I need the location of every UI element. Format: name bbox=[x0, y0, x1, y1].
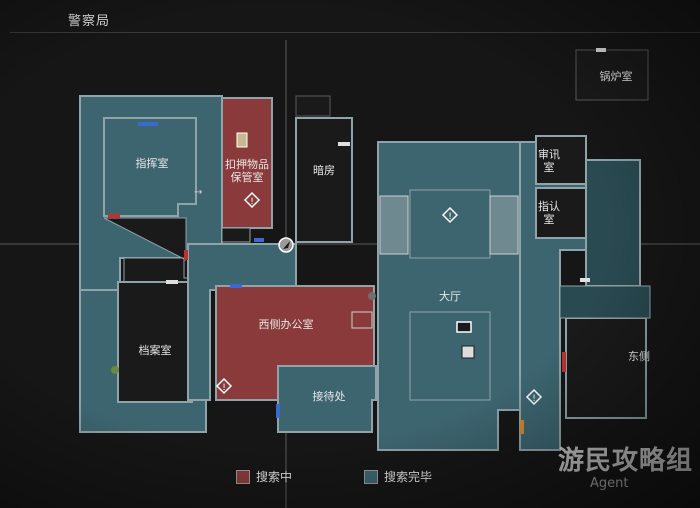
door-blue-office bbox=[230, 284, 242, 288]
svg-text:!: ! bbox=[532, 394, 536, 404]
door-red-west bbox=[108, 214, 120, 218]
room-east-lower bbox=[559, 285, 651, 319]
room-identification bbox=[535, 187, 587, 239]
stairs-hall-left bbox=[379, 195, 409, 255]
room-central-corridor bbox=[187, 243, 297, 401]
hint-marker-hall: ! bbox=[441, 206, 459, 224]
room-evidence bbox=[221, 97, 273, 229]
door-red-records bbox=[184, 250, 188, 260]
legend-searching-label: 搜索中 bbox=[256, 470, 293, 484]
room-reception bbox=[277, 365, 377, 433]
typewriter-icon bbox=[456, 321, 472, 333]
door-blue-command bbox=[138, 122, 158, 126]
player-marker-icon bbox=[278, 237, 294, 253]
room-command bbox=[103, 117, 197, 217]
door-white-3 bbox=[596, 48, 606, 52]
stairs-west-office bbox=[351, 311, 373, 329]
room-boiler bbox=[575, 49, 649, 101]
door-white-4 bbox=[580, 278, 590, 282]
door-white-1 bbox=[338, 142, 350, 146]
stairs-hall-right bbox=[489, 195, 519, 255]
room-evidence-nook bbox=[221, 227, 251, 243]
legend-complete: 搜索完毕 bbox=[364, 468, 432, 485]
title-divider bbox=[10, 32, 700, 33]
room-east-office bbox=[565, 317, 647, 419]
room-records-inner bbox=[117, 281, 193, 403]
room-east-wing bbox=[585, 159, 641, 287]
door-white-2 bbox=[166, 280, 178, 284]
map-title: 警察局 bbox=[68, 14, 111, 29]
door-orange-hall bbox=[520, 420, 524, 434]
stairs-north bbox=[295, 95, 331, 117]
room-interrogation bbox=[535, 135, 587, 185]
legend-searching: 搜索中 bbox=[236, 468, 292, 485]
hint-marker-office: ! bbox=[215, 377, 233, 395]
hall-upper-platform bbox=[409, 189, 491, 259]
watermark-sub: Agent bbox=[590, 476, 629, 491]
hint-marker-east: ! bbox=[525, 388, 543, 406]
room-darkroom bbox=[295, 117, 353, 243]
svg-text:!: ! bbox=[250, 197, 254, 207]
item-herb-icon bbox=[111, 366, 119, 374]
legend-complete-swatch bbox=[364, 469, 378, 484]
hall-inner-outline bbox=[409, 311, 491, 401]
door-blue-corridor bbox=[254, 238, 264, 242]
door-blue-reception bbox=[276, 404, 280, 418]
item-hall-door-icon bbox=[368, 292, 376, 300]
door-red-east bbox=[562, 352, 566, 372]
legend-complete-label: 搜索完毕 bbox=[384, 470, 433, 484]
watermark-logo: 游民攻略组 bbox=[558, 446, 694, 476]
svg-text:!: ! bbox=[222, 383, 226, 393]
legend-searching-swatch bbox=[236, 469, 250, 484]
item-box-icon bbox=[461, 345, 475, 359]
hint-marker-evidence: ! bbox=[243, 191, 261, 209]
arrow-icon: → bbox=[194, 187, 202, 198]
item-evidence-icon bbox=[236, 132, 248, 148]
room-main-hall bbox=[377, 141, 521, 451]
svg-text:!: ! bbox=[448, 212, 452, 222]
